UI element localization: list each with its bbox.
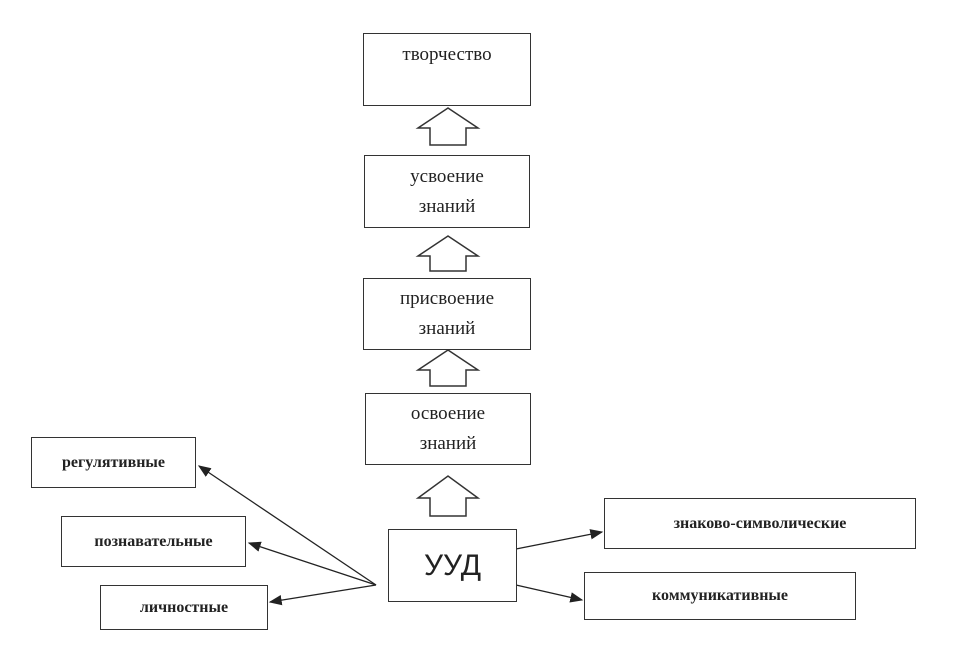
regulative-box: регулятивные xyxy=(31,437,196,488)
arrow-to-personal xyxy=(268,584,377,606)
assimilation-label-line1: усвоение xyxy=(410,165,484,187)
block-arrow-up-1 xyxy=(415,107,481,146)
assimilation-label-line2: знаний xyxy=(418,195,476,217)
arrow-to-sign-symbolic xyxy=(515,529,604,550)
block-arrow-up-3 xyxy=(415,349,481,387)
uud-center-box: УУД xyxy=(388,529,517,602)
appropriation-label-line1: присвоение xyxy=(399,288,495,309)
uud-label: УУД xyxy=(423,548,482,582)
creativity-label: творчество xyxy=(402,44,492,65)
arrow-to-communicative xyxy=(515,584,584,603)
arrow-to-regulative xyxy=(197,465,377,586)
sign-symbolic-box: знаково-символические xyxy=(604,498,916,549)
block-arrow-up-4 xyxy=(415,475,481,517)
appropriation-label-line2: знаний xyxy=(418,318,476,339)
personal-label: личностные xyxy=(139,598,229,616)
arrow-to-cognitive xyxy=(247,541,377,586)
cognitive-box: познавательные xyxy=(61,516,246,567)
mastering-label-line1: освоение xyxy=(410,403,486,424)
sign-symbolic-label: знаково-символические xyxy=(673,514,847,532)
communicative-box: коммуникативные xyxy=(584,572,856,620)
assimilation-box: усвоение знаний xyxy=(364,155,530,228)
mastering-box: освоение знаний xyxy=(365,393,531,465)
cognitive-label: познавательные xyxy=(94,532,213,550)
creativity-box: творчество xyxy=(363,33,531,106)
block-arrow-up-2 xyxy=(415,235,481,272)
personal-box: личностные xyxy=(100,585,268,630)
mastering-label-line2: знаний xyxy=(419,433,477,454)
communicative-label: коммуникативные xyxy=(651,587,789,604)
appropriation-box: присвоение знаний xyxy=(363,278,531,350)
regulative-label: регулятивные xyxy=(61,453,166,471)
